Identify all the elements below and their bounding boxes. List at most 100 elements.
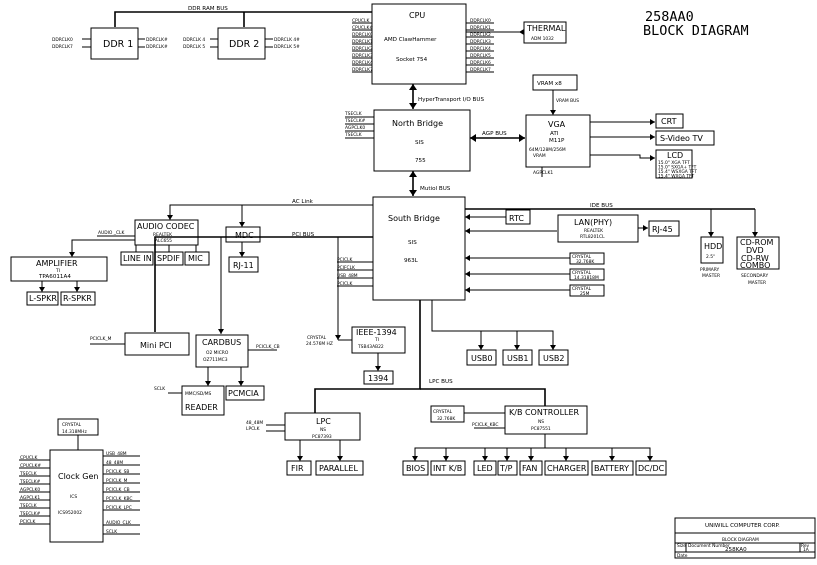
kbc-block: K/B CONTROLLER NS PC87551 CRYSTAL 32.768… — [412, 405, 653, 461]
hdd-size: 2.5" — [706, 254, 715, 260]
cpu-line1: AMD ClawHammer — [384, 37, 437, 43]
vram-block: VRAM x8 VRAM BUS — [532, 74, 579, 115]
kbc-port-intkb: INT K/B — [433, 464, 462, 473]
cardbus-line1: O2 MICRO — [206, 350, 229, 356]
audio-port-line-in: LINE IN — [123, 254, 152, 263]
audio-codec-block: AUDIO CODEC REALTEK ALC655 AUDIO _CLK — [69, 219, 199, 257]
vram-bus-label: VRAM BUS — [556, 98, 579, 104]
vga-line3: 64M/128M/256M — [529, 147, 566, 153]
clock-right-signal-9: SCLK — [106, 529, 117, 535]
usb0-label: USB0 — [471, 354, 493, 363]
rj45-label: RJ-45 — [652, 225, 673, 234]
ddr-ram-bus-line — [114, 11, 407, 27]
usb2-label: USB2 — [543, 354, 565, 363]
cpu-right-signal-1: DDRCLK0 — [470, 18, 491, 24]
pci-bus-label: PCI BUS — [292, 232, 315, 238]
tb-doc-number: 258KA0 — [725, 547, 747, 553]
lcd-line-4: 15.4" WXGA TFT — [658, 174, 694, 180]
cpu-right-signal-2: DDRCLK1 — [470, 25, 491, 31]
ddr1-label: DDR 1 — [103, 39, 133, 50]
clock-left-signal-8: TSECLK# — [19, 511, 41, 517]
mini-pci-label: Mini PCI — [140, 341, 172, 350]
cpu-left-signal-5: DDRCLK2 — [352, 46, 373, 52]
ieee-line1: TI — [374, 337, 379, 343]
cpu-line2: Socket 754 — [396, 57, 428, 63]
lan-line2: RTL8201CL — [580, 234, 605, 240]
ddr1-right-signal-1: DDRCLK# — [146, 37, 168, 43]
lpc-line2: PC87393 — [312, 434, 332, 440]
clock-left-signal-5: AGPCLK0 — [20, 487, 40, 493]
cpu-right-signal-3: DDRCLK2 — [470, 32, 491, 38]
clock-right-signal-5: PCICLK_CB — [106, 487, 130, 493]
sb-signal-1: PCICLK — [337, 257, 353, 263]
ht-bus-label: HyperTransport I/O BUS — [418, 97, 484, 103]
tb-date-label: Date — [677, 553, 688, 559]
south-bridge-block: South Bridge SIS 963L PCICLK PCIFCLK USB… — [337, 196, 466, 301]
north-bridge-block: North Bridge SIS 755 TSECLK TSECLK# AGPC… — [344, 109, 471, 172]
cdrom-note2: MASTER — [748, 280, 766, 286]
amplifier-line1: TI — [55, 268, 60, 274]
nb-signal-4: TSECLK — [344, 132, 362, 138]
lpc-clk: LPCLK — [246, 426, 260, 432]
clock-left-signal-9: PCICLK — [20, 519, 36, 525]
kbc-label: K/B CONTROLLER — [509, 408, 580, 417]
cpu-label: CPU — [409, 11, 425, 20]
tb-rev-label: Rev — [801, 543, 810, 549]
clock-left-signal-3: TSECLK — [19, 471, 37, 477]
title-block: UNIWILL COMPUTER CORP. BLOCK DIAGRAM Siz… — [674, 517, 816, 559]
cdrom-line-3: CD-RW — [741, 254, 769, 263]
sb-signal-2: PCIFCLK — [337, 265, 355, 271]
crt-block: CRT — [655, 113, 684, 129]
cpu-block: CPU AMD ClawHammer Socket 754 CPUCLK CPU… — [352, 3, 494, 85]
agp-bus-label: AGP BUS — [482, 131, 507, 137]
clock-right-signal-4: PCICLK_M — [106, 478, 128, 484]
mini-pci-clk: PCICLK_M — [90, 336, 112, 342]
kbc-port-led: LED — [477, 464, 493, 473]
ieee-crystal: CRYSTAL — [307, 335, 327, 341]
cpu-right-signal-6: DDRCLK5 — [470, 53, 491, 59]
usb1-label: USB1 — [507, 354, 529, 363]
thermal-block: THERMAL ADM 1032 — [466, 21, 567, 44]
kbc-ports: BIOS INT K/B LED T/P FAN CHARGER BATTERY… — [402, 460, 667, 476]
clock-gen-block: CRYSTAL 14.318MHz Clock Gen ICS ICS95200… — [19, 418, 140, 543]
clock-right-signal-3: PCICLK_SB — [106, 469, 129, 475]
vga-line2: M11P — [549, 138, 565, 144]
rj11-block: RJ-11 — [228, 256, 259, 273]
lcd-line-1: 15.0" XGA TFT — [658, 160, 690, 166]
kbc-line1: NS — [538, 419, 544, 425]
clock-right-signals: USB_48M 48_48M PCICLK_SB PCICLK_M PCICLK… — [103, 451, 140, 535]
clock-right-signal-6: PCICLK_KBC — [106, 496, 132, 502]
reader-block: MMC/SD/MS READER SCLK — [154, 385, 225, 416]
nb-signal-1: TSECLK — [344, 111, 362, 117]
cardbus-block: CARDBUS O2 MICRO OZ711MC3 PCICLK_CB — [195, 334, 280, 386]
ddr1-left-signal-2: DDRCLK7 — [52, 44, 73, 50]
kbc-port-dcdc: DC/DC — [638, 464, 665, 473]
diagram-code: 258AA0 — [645, 9, 694, 25]
kbc-port-tp: T/P — [499, 464, 513, 473]
reader-formats: MMC/SD/MS — [185, 391, 212, 397]
ac-link-line — [169, 204, 373, 220]
north-bridge-label: North Bridge — [392, 119, 443, 128]
lan-block: LAN(PHY) REALTEK RTL8201CL — [465, 214, 648, 243]
ddr2-right-signal-2: DDRCLK 5# — [274, 44, 300, 50]
clock-left-signal-4: TSECLK# — [19, 479, 41, 485]
sb-crystal-2-name: CRYSTAL — [572, 270, 592, 276]
clock-left-signal-2: CPUCLK# — [20, 463, 41, 469]
south-bridge-line1: SIS — [408, 240, 417, 246]
clock-right-signal-1: USB_48M — [106, 451, 127, 457]
sb-signal-4: PCICLK — [337, 281, 353, 287]
cdrom-note1: SECONDARY — [741, 273, 768, 279]
clock-right-signal-2: 48_48M — [106, 460, 123, 466]
cpu-left-signal-3: DDRCLK0 — [352, 32, 373, 38]
hdd-block: HDD 2.5" PRIMARY MASTER — [700, 236, 724, 279]
reader-label: READER — [185, 403, 218, 412]
audio-port-spdif: SPDIF — [157, 254, 180, 263]
south-bridge-label: South Bridge — [388, 214, 440, 223]
tb-rev: 1A — [803, 547, 809, 553]
clock-gen-label: Clock Gen — [58, 472, 98, 481]
cpu-left-signal-6: DDRCLK3 — [352, 53, 373, 59]
sb-crystal-2-freq: 14.31818M — [574, 275, 599, 281]
clock-left-signals: CPUCLK CPUCLK# TSECLK TSECLK# AGPCLK0 AG… — [19, 455, 50, 525]
clock-crystal: CRYSTAL — [62, 422, 82, 428]
